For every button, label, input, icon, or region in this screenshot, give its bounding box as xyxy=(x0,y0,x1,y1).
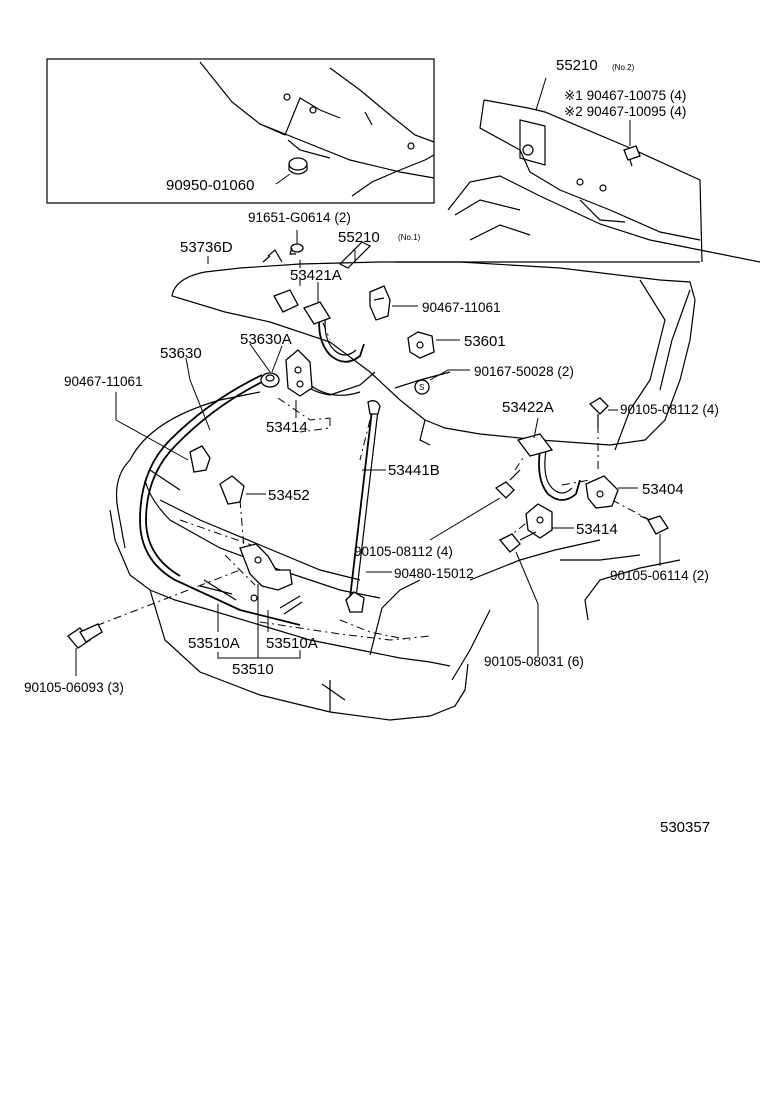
svg-text:S: S xyxy=(419,383,424,392)
label-55210-no2: 55210 xyxy=(556,57,598,74)
label-53630: 53630 xyxy=(160,345,202,362)
label-53414-right: 53414 xyxy=(576,521,618,538)
label-55210-no2-tag: (No.2) xyxy=(612,63,635,72)
label-90467-11061-top: 90467-11061 xyxy=(422,300,501,315)
label-90467-10095: ※2 90467-10095 (4) xyxy=(564,104,686,119)
hood-panel xyxy=(171,261,696,446)
cushion-53601-icon xyxy=(407,331,435,359)
s-marker-icon: S xyxy=(414,379,430,395)
label-53421a: 53421A xyxy=(290,267,342,284)
bracket-53736d-icon xyxy=(262,249,283,263)
bracket-53404-icon xyxy=(585,475,619,509)
grommet-icon xyxy=(288,157,308,175)
clip-left-icon xyxy=(189,445,211,473)
label-90467-11061-left: 90467-11061 xyxy=(64,374,143,389)
label-90105-06093: 90105-06093 (3) xyxy=(24,680,124,695)
label-90167-50028: 90167-50028 (2) xyxy=(474,364,574,379)
label-53510: 53510 xyxy=(232,661,274,678)
label-90105-08112-top: 90105-08112 (4) xyxy=(620,402,719,417)
grommet-53630a-icon xyxy=(260,372,280,388)
label-53630a: 53630A xyxy=(240,331,292,348)
vehicle-front-body xyxy=(109,391,681,721)
inset-frame xyxy=(46,58,435,204)
clip-90480-icon xyxy=(345,591,365,613)
clip-icon xyxy=(623,145,641,167)
hood-lock-center-icon xyxy=(285,349,313,397)
bolt-90105-06093-icon xyxy=(67,623,103,649)
cowl-panel-no2 xyxy=(479,99,703,263)
label-90105-06114: 90105-06114 (2) xyxy=(610,568,709,583)
label-53736d: 53736D xyxy=(180,239,233,256)
label-90467-10075: ※1 90467-10075 (4) xyxy=(564,88,686,103)
label-90950-01060: 90950-01060 xyxy=(166,177,254,194)
bolt-90105-08031-icon xyxy=(498,531,537,553)
label-90480-15012: 90480-15012 xyxy=(394,566,474,581)
diagram-code: 530357 xyxy=(660,819,710,836)
label-91651-g0614: 91651-G0614 (2) xyxy=(248,210,351,225)
label-53452: 53452 xyxy=(268,487,310,504)
bolt-90105-06114-icon xyxy=(639,515,669,535)
inset-panel-outline xyxy=(199,61,435,179)
inset-detail: 90950-01060 xyxy=(46,58,435,204)
label-90105-08112-bottom: 90105-08112 (4) xyxy=(354,544,453,559)
label-53510a-left: 53510A xyxy=(188,635,240,652)
label-55210-no1-tag: (No.1) xyxy=(398,233,421,242)
label-53422a: 53422A xyxy=(502,399,554,416)
bolt-90105-08112-bottom-icon xyxy=(494,469,521,499)
hood-support-rod xyxy=(349,400,381,599)
label-55210-no1: 55210 xyxy=(338,229,380,246)
label-53510a-right: 53510A xyxy=(266,635,318,652)
hood-hinge-left-icon xyxy=(273,289,365,363)
hood-outline xyxy=(171,261,696,446)
bolt-90105-08112-top-icon xyxy=(588,397,609,428)
label-53441b: 53441B xyxy=(388,462,440,479)
lock-support-53452-icon xyxy=(219,475,245,505)
hood-hinge-right-icon xyxy=(516,433,581,501)
label-53404: 53404 xyxy=(642,481,684,498)
bolt-91651-icon xyxy=(289,243,304,255)
label-90105-08031: 90105-08031 (6) xyxy=(484,654,584,669)
hood-lock-right-icon xyxy=(525,503,553,539)
label-53414-mid: 53414 xyxy=(266,419,308,436)
label-53601: 53601 xyxy=(464,333,506,350)
hood-lock-assembly-icon xyxy=(199,543,303,615)
seal-55210-no1-icon xyxy=(338,241,372,269)
hood-lock-upper-icon xyxy=(369,285,391,321)
